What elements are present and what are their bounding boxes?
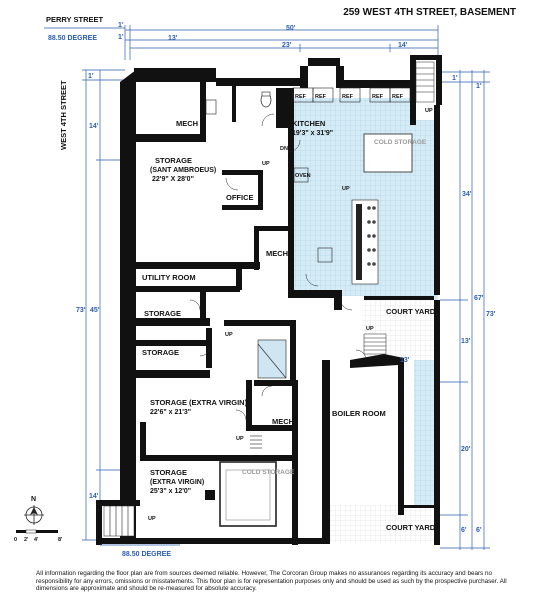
cold-storage-low-label: COLD STORAGE: [242, 469, 295, 476]
dim-left-73ft: 73': [76, 307, 86, 314]
kitchen-dims: 19'3" x 31'9": [292, 130, 333, 137]
stair-center: [257, 339, 287, 379]
storage-sant-sub: (SANT AMBROEUS): [150, 167, 216, 174]
bottom-degree-label: 88.50 DEGREE: [122, 551, 171, 558]
address-title: 259 WEST 4TH STREET, BASEMENT: [343, 7, 516, 18]
storage-ev2-sub: (EXTRA VIRGIN): [150, 479, 204, 486]
dim-13ft-top: 13': [168, 35, 178, 42]
dim-right-1ft-a: 1': [452, 75, 458, 82]
court-yard-bottom-floor: [330, 505, 440, 543]
storage-ev2-dims: 25'3" x 12'0": [150, 488, 191, 495]
scale-0: 0: [14, 537, 17, 543]
ref-label-4: REF: [372, 94, 384, 100]
ref-label-1: REF: [295, 94, 307, 100]
door-swings: [189, 113, 367, 421]
up-label-ne-stair: UP: [425, 108, 433, 114]
cold-storage-lower: [219, 461, 277, 527]
dim-left-1ft: 1': [88, 73, 94, 80]
dim-left-45ft: 45': [90, 307, 100, 314]
stair-ev: [250, 435, 262, 449]
dim-top-1ft: 1': [118, 22, 124, 29]
dim-right-6ft-b: 6': [476, 527, 482, 534]
cold-storage-top-label: COLD STORAGE: [374, 139, 427, 146]
dim-right-20ft: 20': [461, 446, 471, 453]
west-4th-street-label: WEST 4TH STREET: [59, 80, 68, 150]
storage-ev1-dims: 22'6" x 21'3": [150, 409, 191, 416]
room-kitchen: KITCHEN: [292, 119, 325, 128]
up-label-kitchen: UP: [342, 186, 350, 192]
storage-sant-dims: 22'9" X 28'0": [152, 176, 194, 183]
up-label-center: UP: [225, 332, 233, 338]
room-boiler: BOILER ROOM: [332, 409, 386, 418]
compass-north: N: [31, 496, 36, 503]
top-dimension-lines: [44, 25, 439, 60]
dim-court-13ft: 13': [400, 357, 410, 364]
up-label-court: UP: [366, 326, 374, 332]
up-label-sw: UP: [148, 516, 156, 522]
scale-8: 8': [58, 537, 63, 543]
stair-sw: [103, 505, 135, 537]
room-mech-mid: MECH: [266, 249, 288, 258]
dim-right-1ft-b: 1': [476, 83, 482, 90]
dim-right-13ft: 13': [461, 338, 471, 345]
room-storage-b: STORAGE: [142, 348, 179, 357]
room-mech-top: MECH: [176, 119, 198, 128]
scale-2: 2': [24, 537, 29, 543]
up-label-ev: UP: [236, 436, 244, 442]
room-storage-ev1: STORAGE (EXTRA VIRGIN): [150, 398, 248, 407]
disclaimer-text: All information regarding the floor plan…: [36, 570, 507, 593]
right-dimension-lines: [440, 70, 490, 550]
room-office: OFFICE: [226, 193, 254, 202]
ref-label-3: REF: [342, 94, 354, 100]
court-yard-top: COURT YARD: [386, 307, 436, 316]
room-storage-ev2: STORAGE: [150, 468, 187, 477]
dim-top-1ft-b: 1': [118, 34, 124, 41]
room-storage-a: STORAGE: [144, 309, 181, 318]
dim-right-67ft: 67': [474, 295, 484, 302]
ref-label-2: REF: [315, 94, 327, 100]
ref-label-5: REF: [392, 94, 404, 100]
dim-14ft-top: 14': [398, 42, 408, 49]
dim-left-14ft: 14': [89, 123, 99, 130]
sink-icon: [205, 99, 217, 115]
dim-right-34ft: 34': [462, 191, 472, 198]
stair-ne: [415, 61, 435, 103]
left-dimension-lines: [82, 69, 125, 541]
oven-label: OVEN: [295, 173, 311, 179]
toilet-icon: [260, 91, 272, 108]
up-label-storage: UP: [262, 161, 270, 167]
scale-4: 4': [34, 537, 39, 543]
room-utility: UTILITY ROOM: [142, 273, 196, 282]
building-walls: [96, 55, 442, 545]
perry-street-label: PERRY STREET: [46, 15, 104, 24]
dim-right-73ft: 73': [486, 311, 496, 318]
top-degree-label: 88.50 DEGREE: [48, 35, 97, 42]
room-mech-low: MECH: [272, 417, 294, 426]
dn-label: DN: [280, 146, 288, 152]
room-storage-sant: STORAGE: [155, 156, 192, 165]
court-yard-bottom: COURT YARD: [386, 523, 436, 532]
dim-right-6ft-a: 6': [461, 527, 467, 534]
dim-50ft: 50': [286, 25, 296, 32]
scale-bar: [16, 529, 58, 534]
dim-23ft: 23': [282, 42, 292, 49]
dim-left-14ft-bottom: 14': [89, 493, 99, 500]
stair-court: [363, 333, 387, 355]
kitchen-fixtures: [292, 87, 413, 285]
compass-icon: [24, 505, 44, 525]
